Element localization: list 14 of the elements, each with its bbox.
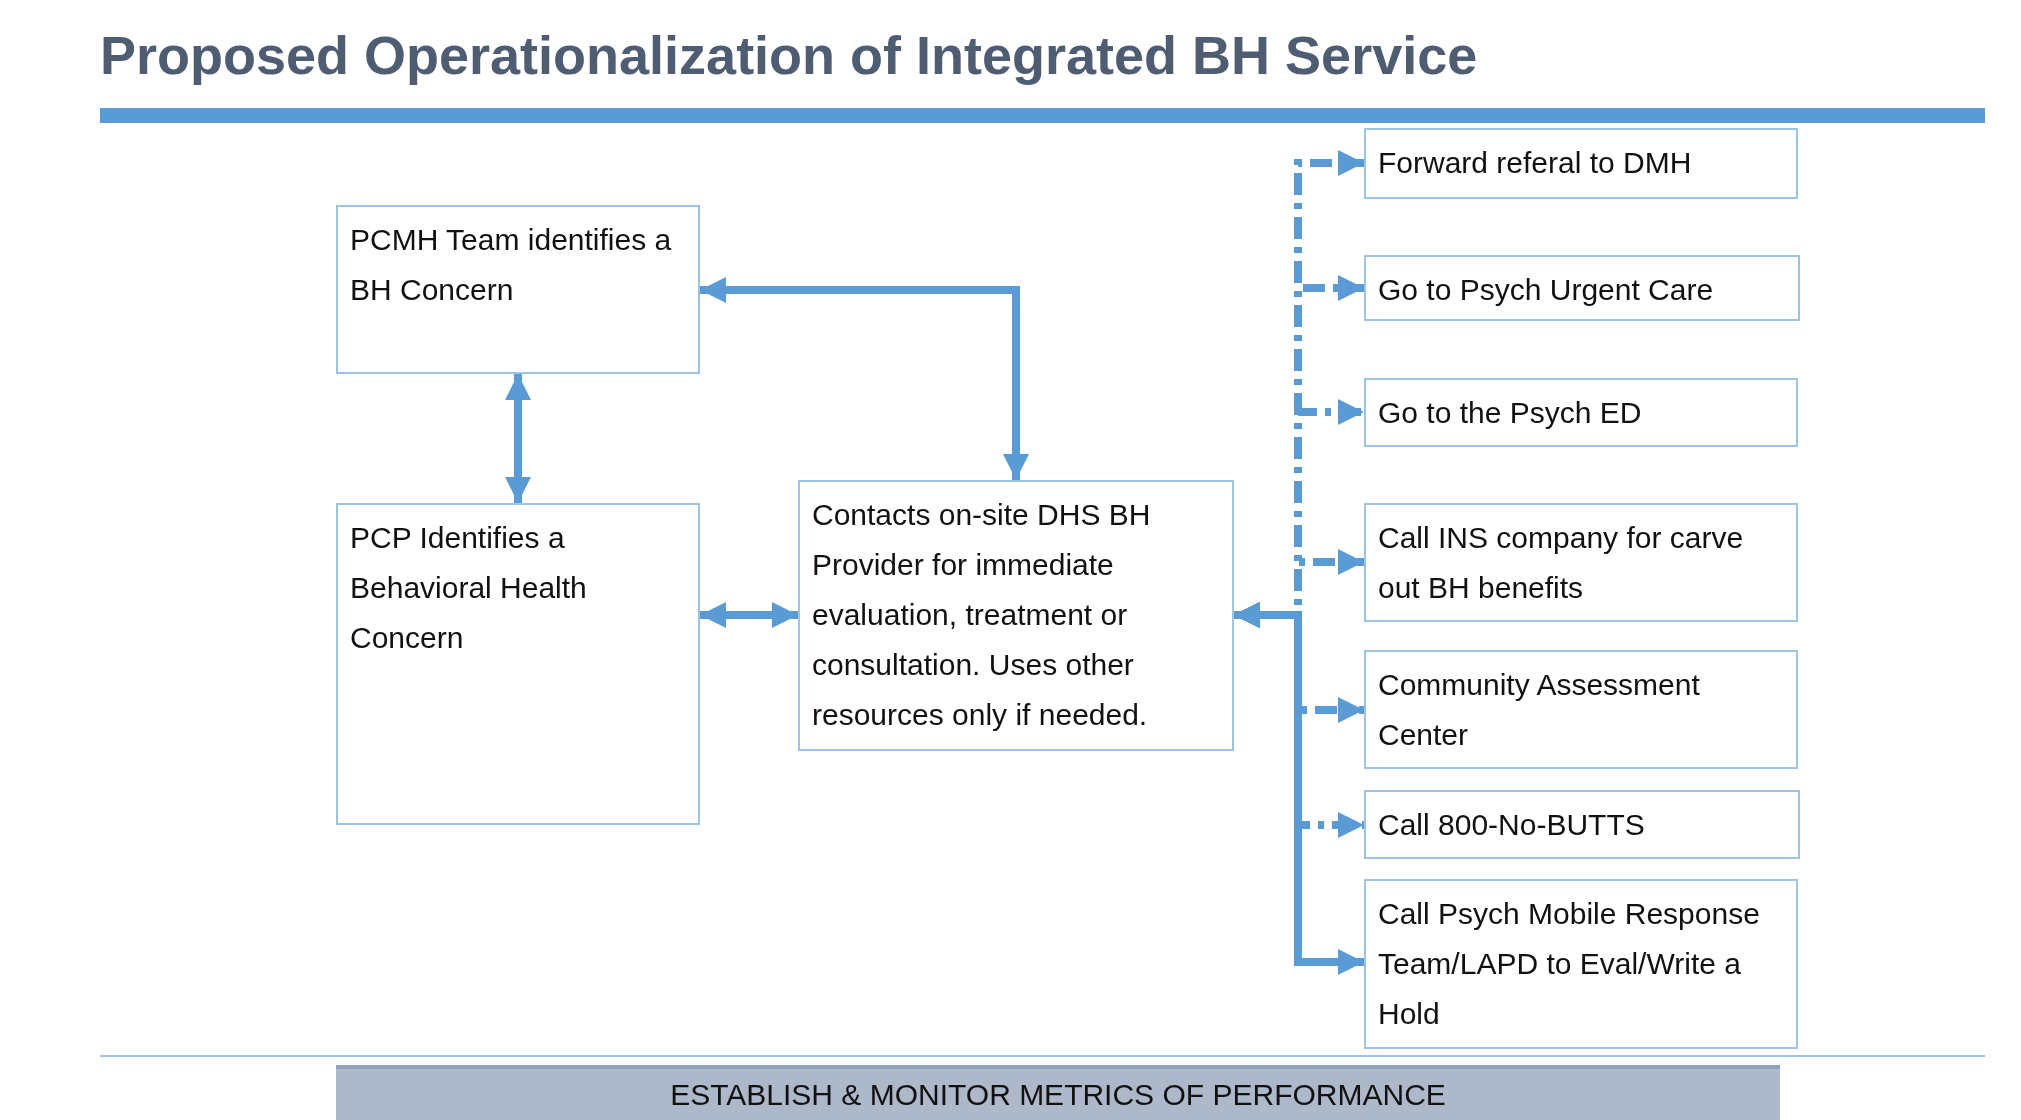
process-box: Call 800-No-BUTTS: [1364, 790, 1800, 859]
process-box: Go to Psych Urgent Care: [1364, 255, 1800, 321]
arrow: [505, 374, 531, 503]
process-box: PCP Identifies a Behavioral Health Concern: [336, 503, 700, 825]
process-box: Contacts on-site DHS BH Provider for immediate evaluation, treatment or consultation. Uses other resources only if needed.: [798, 480, 1234, 751]
arrow: [700, 602, 798, 628]
process-box: Forward referal to DMH: [1364, 128, 1798, 199]
process-box: Go to the Psych ED: [1364, 378, 1798, 447]
banner: ESTABLISH & MONITOR METRICS OF PERFORMANCE: [336, 1065, 1780, 1120]
process-box: Call INS company for carve out BH benefits: [1364, 503, 1798, 622]
process-box: Community Assessment Center: [1364, 650, 1798, 769]
process-box: PCMH Team identifies a BH Concern: [336, 205, 700, 374]
process-box: Call Psych Mobile Response Team/LAPD to Eval/Write a Hold: [1364, 879, 1798, 1049]
arrow: [700, 277, 1029, 480]
